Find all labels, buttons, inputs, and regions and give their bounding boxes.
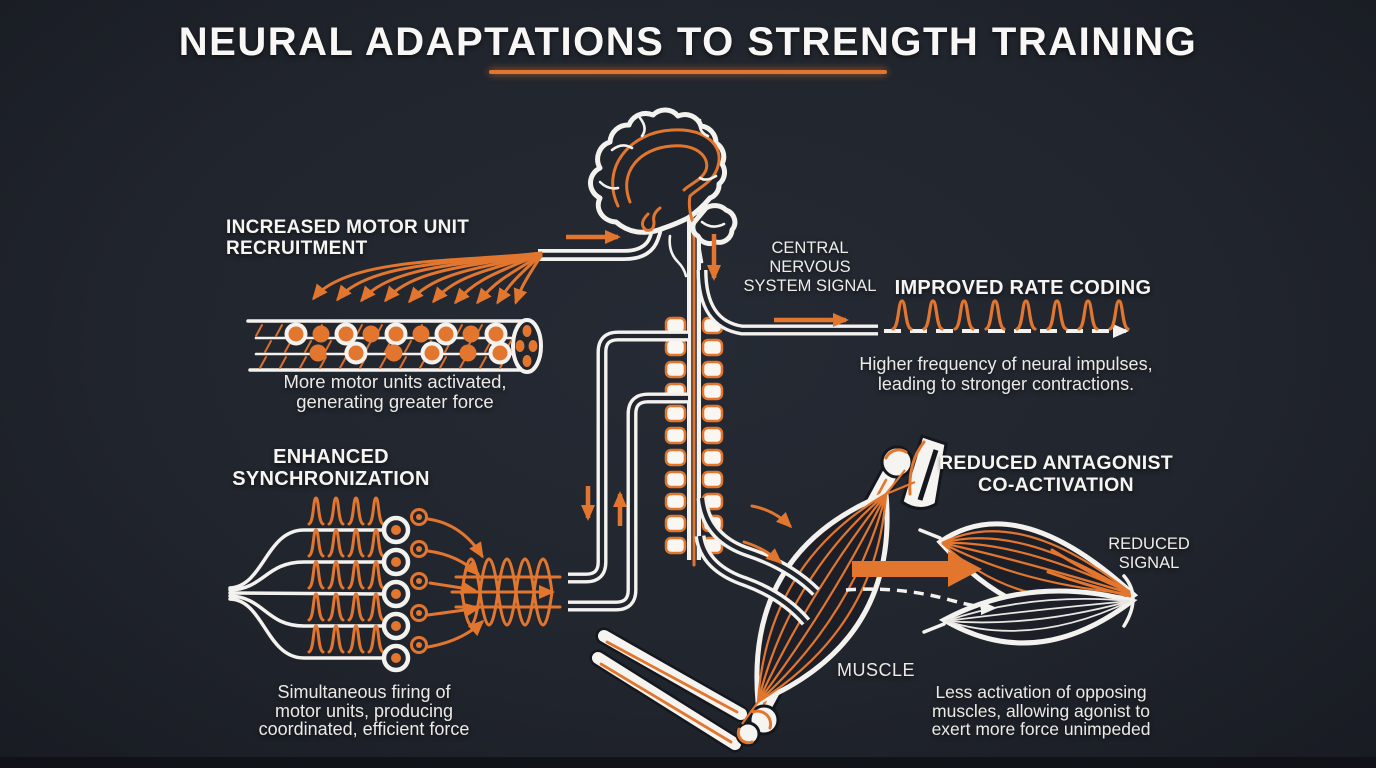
antagonist-caption: Less activation of opposing muscles, all…	[931, 682, 1151, 739]
rate-coding-caption: Higher frequency of neural impulses, lea…	[859, 354, 1153, 394]
nerve-tract-sync-upper	[568, 330, 688, 584]
motor-unit-circles	[284, 322, 512, 365]
brain-illustration	[587, 107, 738, 278]
recruitment-caption: More motor units activated, generating g…	[283, 371, 507, 412]
shoulder-blade	[900, 434, 948, 510]
nerve-branch-to-muscle-1	[696, 497, 820, 596]
impulse-spike-train	[891, 299, 1130, 331]
cerebellum	[690, 203, 738, 247]
rate-coding-diagram	[774, 299, 1130, 338]
muscle-fiber-cylinder	[246, 318, 543, 374]
signal-arrow-to-muscle-2	[742, 540, 783, 564]
cns-signal-label: CENTRAL NERVOUS SYSTEM SIGNAL	[743, 239, 877, 295]
page-title: NEURAL ADAPTATIONS TO STRENGTH TRAINING	[178, 20, 1198, 64]
signal-arrow-to-muscle-1	[750, 504, 793, 529]
spinal-cord-tract	[687, 196, 701, 567]
reduced-signal-label: REDUCED SIGNAL	[1108, 535, 1190, 572]
gyri-details	[598, 116, 718, 190]
synchronization-caption: Simultaneous firing of motor units, prod…	[258, 682, 470, 739]
nerve-branch-to-muscle-2	[694, 534, 811, 626]
nerve-tract-sync-lower	[568, 392, 688, 612]
rate-coding-heading: IMPROVED RATE CODING	[894, 277, 1152, 299]
antagonist-heading: REDUCED ANTAGONIST CO-ACTIVATION	[939, 452, 1173, 496]
recruitment-heading: INCREASED MOTOR UNIT RECRUITMENT	[226, 217, 470, 259]
synchronization-diagram	[228, 496, 485, 673]
nerve-tract-to-rate-coding	[696, 269, 878, 336]
title-underline	[489, 70, 887, 74]
muscle-label: MUSCLE	[837, 660, 916, 680]
recruitment-fan-arrows	[312, 251, 543, 305]
tendon-junction	[1122, 574, 1135, 628]
bottom-edge-strip	[0, 757, 1376, 768]
corpus-callosum	[611, 128, 721, 232]
synchronized-braid	[450, 557, 562, 627]
strong-signal-arrow	[852, 551, 982, 587]
reduced-signal-dashed-arrow	[845, 587, 997, 615]
synchronization-heading: ENHANCED SYNCHRONIZATION	[232, 446, 430, 490]
forearm-bones	[589, 627, 780, 753]
